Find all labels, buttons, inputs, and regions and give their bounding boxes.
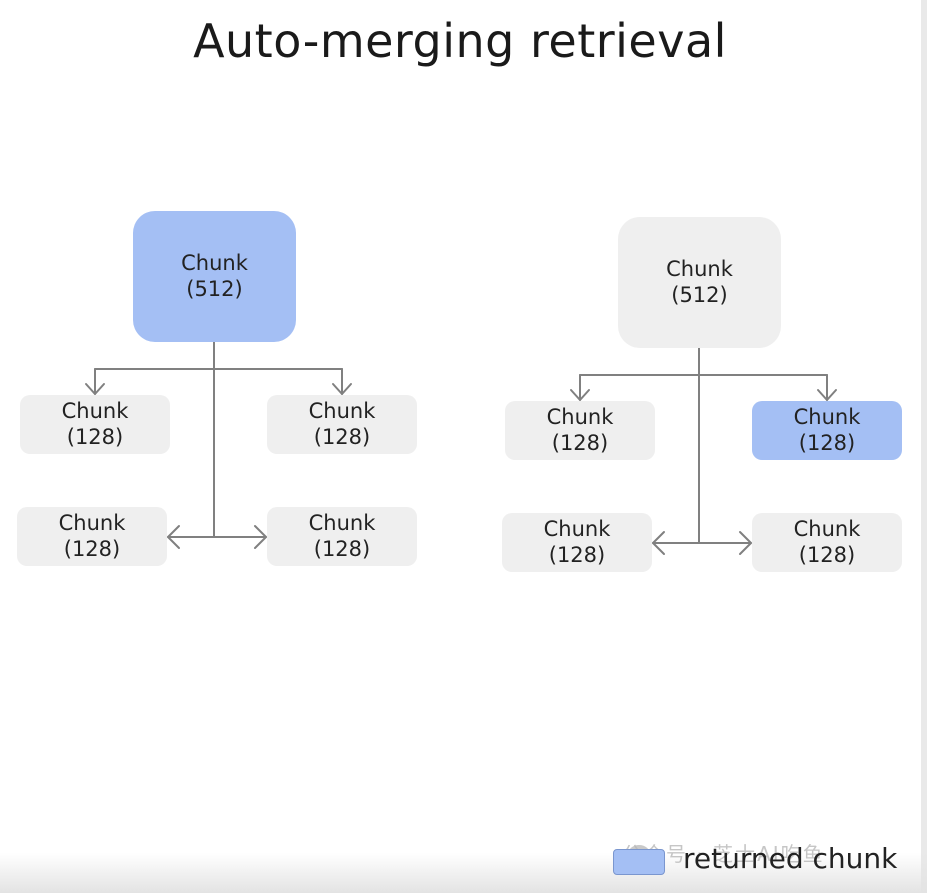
left-parent-label: Chunk (512) — [181, 250, 248, 301]
right-child-chunk-bottom-right: Chunk (128) — [752, 513, 902, 572]
left-child-chunk-bottom-left: Chunk (128) — [17, 507, 167, 566]
right-child-chunk-top-left: Chunk (128) — [505, 401, 655, 460]
left-arrowhead-d — [254, 525, 267, 549]
right-child-label: Chunk (128) — [546, 404, 614, 455]
left-child-chunk-bottom-right: Chunk (128) — [267, 507, 417, 566]
legend-label: returned chunk — [683, 842, 898, 875]
right-arrowhead-b — [817, 389, 837, 401]
left-arrowhead-c — [167, 525, 180, 549]
left-child-chunk-top-right: Chunk (128) — [267, 395, 417, 454]
bottom-fade — [0, 853, 927, 893]
left-child-label: Chunk (128) — [308, 510, 376, 561]
diagram-title: Auto-merging retrieval — [193, 14, 727, 68]
left-child-label: Chunk (128) — [61, 398, 129, 449]
left-arrowhead-b — [332, 383, 352, 395]
right-arrowhead-d — [739, 531, 752, 555]
right-child-chunk-bottom-left: Chunk (128) — [502, 513, 652, 572]
left-child-label: Chunk (128) — [58, 510, 126, 561]
right-arrowhead-c — [652, 531, 665, 555]
right-edge-strip — [921, 0, 927, 893]
right-parent-label: Chunk (512) — [666, 256, 733, 307]
right-child-label: Chunk (128) — [793, 404, 861, 455]
right-arrowhead-a — [570, 389, 590, 401]
legend-swatch — [613, 849, 665, 875]
left-parent-chunk: Chunk (512) — [133, 211, 296, 342]
left-arrowhead-a — [85, 383, 105, 395]
left-child-chunk-top-left: Chunk (128) — [20, 395, 170, 454]
right-child-label: Chunk (128) — [543, 516, 611, 567]
right-child-label: Chunk (128) — [793, 516, 861, 567]
right-child-chunk-top-right: Chunk (128) — [752, 401, 902, 460]
left-child-label: Chunk (128) — [308, 398, 376, 449]
right-parent-chunk: Chunk (512) — [618, 217, 781, 348]
